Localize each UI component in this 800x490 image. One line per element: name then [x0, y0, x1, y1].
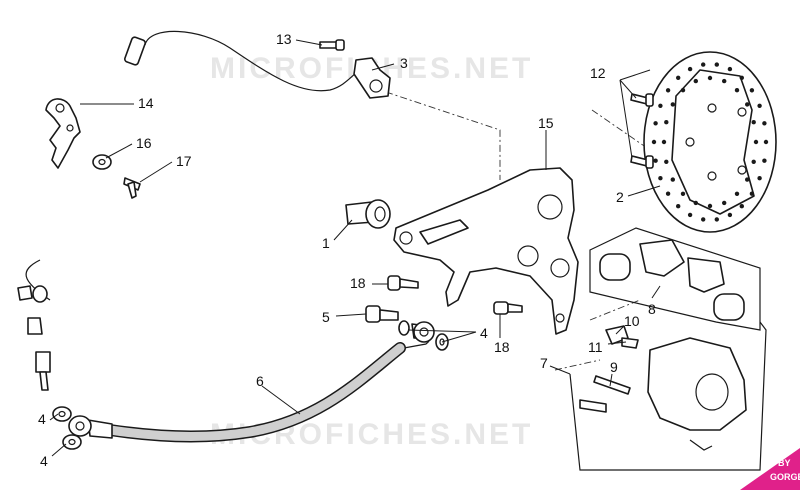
disc-perforation	[739, 75, 744, 81]
callout-8: 8	[648, 301, 656, 317]
disc-perforation	[693, 200, 698, 206]
disc-perforation	[676, 204, 681, 209]
callout-4-lower: 4	[40, 453, 48, 469]
callout-3: 3	[400, 55, 408, 71]
speed-sensor	[124, 30, 391, 99]
sealing-washers-upper	[398, 320, 449, 351]
callout-14: 14	[138, 95, 154, 111]
disc-perforation	[745, 102, 750, 107]
callout-11: 11	[588, 339, 603, 355]
disc-perforation	[763, 139, 769, 145]
disc-perforation	[701, 217, 706, 222]
assembly-guide-lines	[385, 91, 651, 371]
callout-4-upper: 4	[480, 325, 488, 341]
callout-17: 17	[176, 153, 192, 169]
brake-disc	[643, 51, 777, 233]
callout-6: 6	[256, 373, 264, 389]
disc-perforation	[658, 103, 663, 109]
disc-perforation	[714, 217, 719, 222]
caliper-kit	[569, 321, 767, 471]
washer-16	[92, 154, 112, 170]
disc-perforation	[762, 121, 767, 126]
disc-perforation	[734, 88, 740, 93]
callout-5: 5	[322, 309, 330, 325]
caliper-bracket	[393, 167, 579, 335]
disc-perforation	[734, 191, 740, 196]
screw-18-upper	[387, 275, 419, 291]
disc-perforation	[722, 78, 727, 84]
disc-perforation	[707, 75, 713, 81]
publisher-badge: BY GORGE	[740, 448, 800, 490]
callout-7: 7	[540, 355, 548, 371]
disc-perforation	[651, 139, 657, 145]
pin-17	[123, 177, 141, 199]
disc-perforation	[693, 78, 698, 84]
disc-perforation	[757, 176, 762, 181]
callout-15: 15	[538, 115, 554, 131]
disc-perforation	[680, 88, 686, 93]
callout-12: 12	[590, 65, 606, 81]
disc-perforation	[661, 139, 667, 145]
disc-perforation	[727, 212, 733, 218]
disc-perforation	[722, 200, 727, 206]
bleed-fittings	[17, 285, 82, 450]
disc-screws	[630, 93, 654, 169]
disc-perforation	[665, 191, 671, 196]
brake-pad-kit	[589, 227, 761, 331]
callout-10: 10	[624, 313, 640, 329]
disc-perforation	[658, 176, 663, 181]
disc-perforation	[749, 191, 755, 196]
disc-perforation	[665, 88, 671, 93]
disc-perforation	[664, 120, 669, 125]
callout-2: 2	[616, 189, 624, 205]
badge-line2: GORGE	[770, 472, 800, 482]
disc-perforation	[701, 62, 706, 67]
callout-4-middle: 4	[38, 411, 46, 427]
disc-perforation	[714, 62, 719, 67]
leader-lines	[49, 39, 661, 457]
callout-1: 1	[322, 235, 330, 251]
disc-perforation	[687, 212, 693, 218]
banjo-bolt	[365, 305, 399, 323]
disc-perforation	[762, 158, 767, 163]
disc-perforation	[680, 191, 686, 196]
disc-perforation	[751, 159, 756, 164]
screw-18-lower	[493, 301, 523, 315]
disc-perforation	[670, 102, 675, 107]
callout-16: 16	[136, 135, 152, 151]
disc-perforation	[739, 204, 744, 209]
hose-clip	[45, 98, 81, 169]
disc-perforation	[653, 158, 658, 163]
brake-hose	[25, 259, 435, 443]
callout-18-upper: 18	[350, 275, 366, 291]
disc-perforation	[751, 120, 756, 125]
caliper-pin	[345, 199, 391, 229]
callout-13: 13	[276, 31, 292, 47]
disc-perforation	[670, 177, 675, 182]
disc-perforation	[687, 66, 693, 72]
disc-perforation	[745, 177, 750, 182]
disc-perforation	[676, 75, 681, 81]
callout-9: 9	[610, 359, 618, 375]
disc-perforation	[727, 66, 733, 72]
disc-perforation	[664, 159, 669, 164]
disc-perforation	[707, 203, 713, 209]
badge-line1: BY	[778, 458, 791, 468]
disc-perforation	[757, 103, 762, 109]
disc-perforation	[749, 88, 755, 93]
screw-13	[319, 39, 345, 51]
disc-perforation	[653, 121, 658, 126]
disc-perforation	[753, 139, 759, 145]
callout-18-lower: 18	[494, 339, 510, 355]
callout-numbers: 13 3 14 16 17 12 2 15 1 18 5 4 18 6 8 10…	[38, 31, 656, 469]
